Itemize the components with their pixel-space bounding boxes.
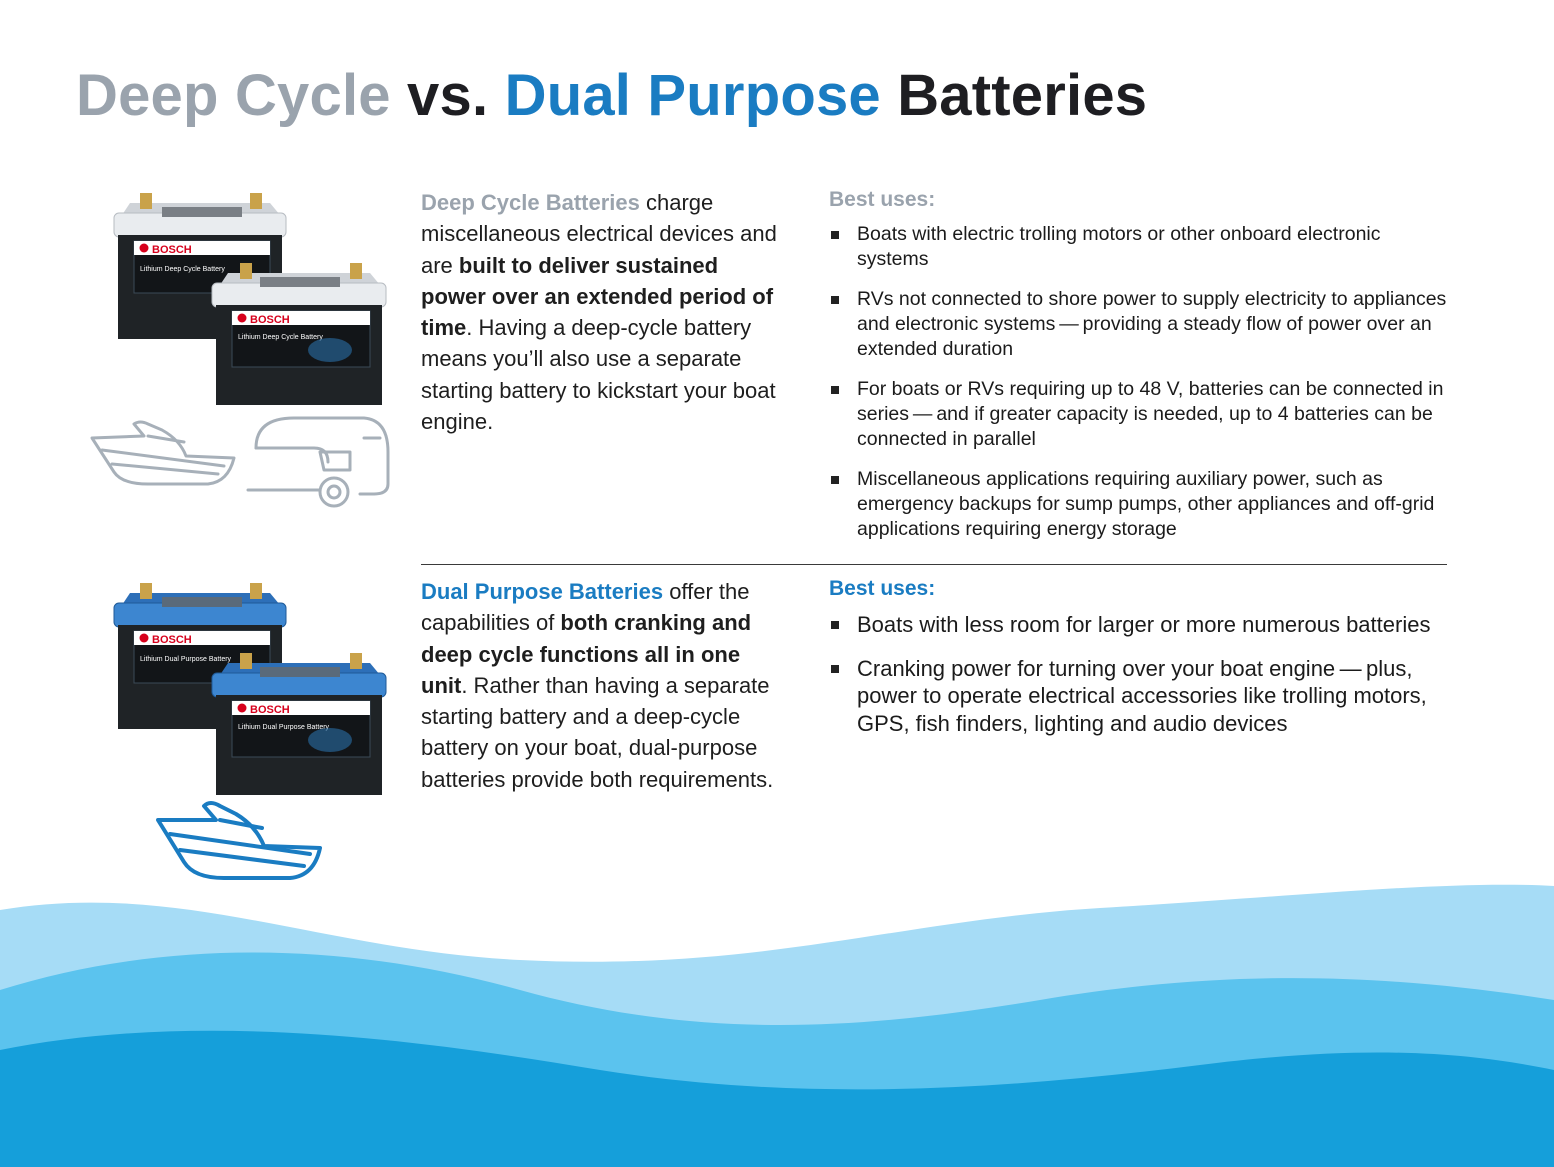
list-item: RVs not connected to shore power to supp… [829,287,1449,362]
deep-cycle-uses-list: Boats with electric trolling motors or o… [829,222,1449,542]
list-item: Boats with less room for larger or more … [829,611,1449,639]
dual-purpose-text1: offer the capabilities of [421,579,750,636]
boat-icon [156,801,322,880]
list-item: For boats or RVs requiring up to 48 V, b… [829,377,1449,452]
title-batteries: Batteries [897,63,1148,128]
deep-cycle-best-uses: Best uses: Boats with electric trolling … [829,188,1449,557]
section-divider [421,564,1447,565]
deep-cycle-text1: charge miscellaneous electrical devices … [421,190,777,278]
deep-cycle-uses-heading: Best uses: [829,188,936,211]
deep-cycle-lead: Deep Cycle Batteries [421,190,640,215]
dual-purpose-battery-illustration: BOSCH Lithium Dual Purpose Battery BOSCH… [113,583,387,795]
dual-purpose-battery-front: BOSCH Lithium Dual Purpose Battery [211,653,387,795]
dual-purpose-battery-back-brand: BOSCH [152,634,192,646]
deep-cycle-battery-back-brand: BOSCH [152,244,192,256]
wave-dark [0,1030,1554,1167]
dual-purpose-lead: Dual Purpose Batteries [421,579,664,604]
list-item: Miscellaneous applications requiring aux… [829,467,1449,542]
deep-cycle-bold: built to deliver sustained power over an… [421,252,774,341]
title-vs: vs. [407,63,489,128]
title-dual-purpose: Dual Purpose [504,63,881,128]
boat-outline-blue [156,801,322,880]
list-item: Boats with electric trolling motors or o… [829,222,1449,272]
dual-purpose-text2: . Rather than having a separate starting… [421,672,774,792]
title-deep-cycle: Deep Cycle [76,63,391,128]
boat-outline-icon [90,420,236,486]
dual-purpose-best-uses: Best uses: Boats with less room for larg… [829,577,1449,753]
deep-cycle-battery-illustration: BOSCH Lithium Deep Cycle Battery BOSCH L… [113,193,387,405]
deep-cycle-battery-front-label: Lithium Deep Cycle Battery [238,334,323,341]
deep-cycle-text2: . Having a deep-cycle battery means you’… [421,315,776,435]
deep-cycle-battery-front: BOSCH Lithium Deep Cycle Battery [211,263,387,405]
page-title: Deep Cycle vs. Dual Purpose Batteries [76,62,1147,129]
dual-purpose-battery-back-label: Lithium Dual Purpose Battery [140,656,232,663]
deep-cycle-description: Deep Cycle Batteries charge miscellaneou… [421,187,781,437]
deep-cycle-battery-back-label: Lithium Deep Cycle Battery [140,266,225,273]
list-item: Cranking power for turning over your boa… [829,655,1449,738]
deep-cycle-battery-front-brand: BOSCH [250,314,290,326]
dual-purpose-uses-list: Boats with less room for larger or more … [829,611,1449,737]
dual-purpose-battery-front-brand: BOSCH [250,704,290,716]
rv-outline-icon [246,416,390,508]
dual-purpose-uses-heading: Best uses: [829,577,936,600]
dual-purpose-bold: both cranking and deep cycle functions a… [421,610,752,698]
dual-purpose-description: Dual Purpose Batteries offer the capabil… [421,576,781,795]
decorative-waves [0,884,1554,1167]
dual-purpose-battery-front-label: Lithium Dual Purpose Battery [238,724,330,731]
boat-and-rv-outline [90,416,390,508]
